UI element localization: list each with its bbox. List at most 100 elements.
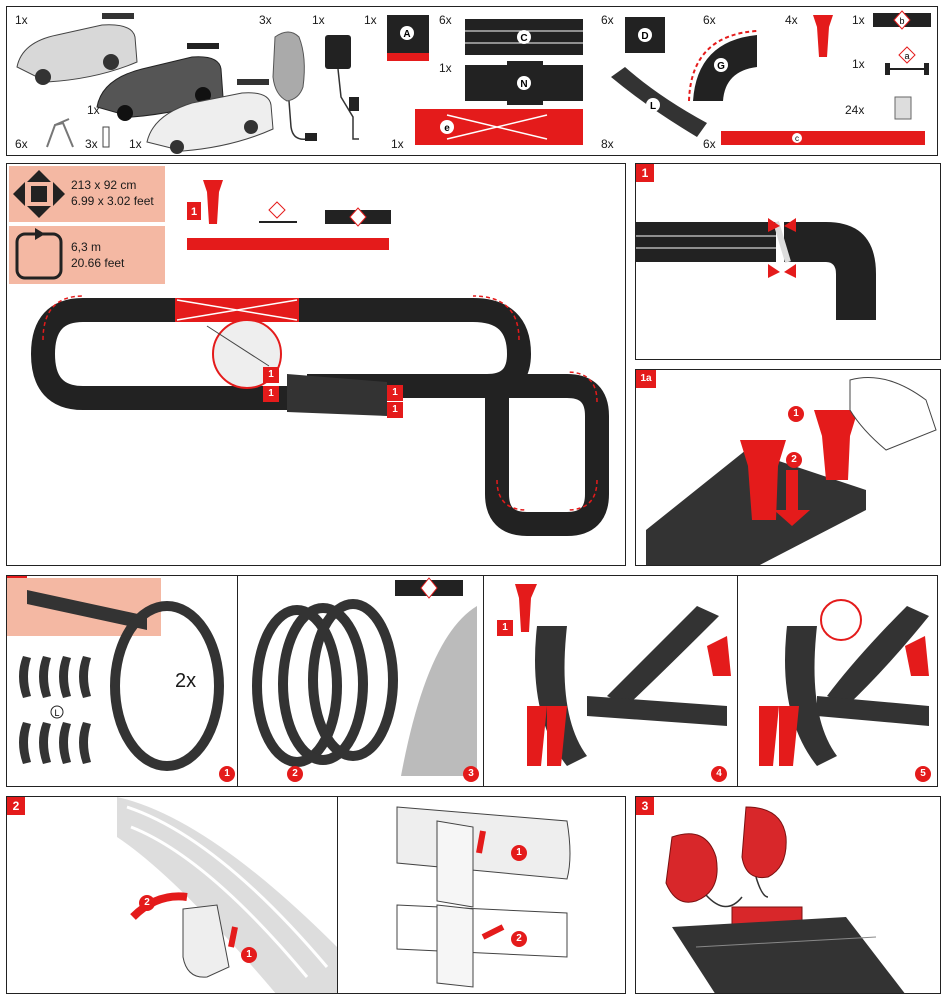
size-feet: 6.99 x 3.02 feet	[71, 194, 154, 208]
step-2-illustration	[117, 797, 571, 993]
track-c: C	[465, 19, 583, 55]
clip-b: b	[873, 10, 931, 30]
layout-diagram: 1	[13, 170, 609, 536]
step-1b-num-4: 4	[711, 766, 727, 782]
step-3-panel: 3	[635, 796, 941, 994]
svg-text:C: C	[520, 33, 527, 44]
controller-right	[741, 806, 787, 879]
legend-clip	[325, 207, 391, 227]
step-1b-num-3: 3	[463, 766, 479, 782]
letter-a: A	[403, 29, 410, 40]
clips-qty: 24x	[845, 103, 865, 117]
controller-left	[665, 833, 718, 903]
step-1b-panel: 1b L	[6, 575, 938, 787]
length-m: 6,3 m	[71, 240, 102, 254]
pillar-placed	[740, 440, 786, 520]
track-c-qty: 6x	[439, 13, 452, 27]
step-1a-tag: 1a	[636, 370, 656, 388]
clip-part	[182, 904, 230, 978]
svg-text:D: D	[641, 31, 648, 42]
step-3-tag: 3	[636, 797, 654, 815]
svg-text:a: a	[904, 51, 909, 61]
track-n: N	[465, 61, 583, 105]
step-2-num-2b: 2	[511, 931, 527, 947]
svg-text:b: b	[899, 16, 904, 26]
curve-l-qty: 8x	[601, 137, 614, 151]
track-e: e	[415, 109, 583, 145]
curve-l: L	[611, 67, 707, 137]
track-a-qty: 1x	[364, 13, 377, 27]
pillar-qty: 4x	[785, 13, 798, 27]
track-n-qty: 1x	[439, 61, 452, 75]
layout-step-1c: 1	[387, 385, 403, 401]
step-1b-num-1: 1	[219, 766, 235, 782]
svg-text:N: N	[520, 79, 527, 90]
arrows-icon	[13, 170, 65, 218]
step-2-num-1a: 1	[241, 947, 257, 963]
layout-step-1b: 1	[263, 386, 279, 402]
svg-text:1: 1	[191, 206, 197, 218]
layout-step-1a: 1	[263, 367, 279, 383]
step-2-panel: 2 2 1 1 2	[6, 796, 626, 994]
step-1b-pillar-tag: 1	[497, 620, 513, 636]
support-pillar	[813, 15, 833, 57]
parts-panel: 1x 1x 1x 6x 3x 3x 1x 1x 6x 1x 1x 6x 8x 6…	[6, 6, 938, 156]
step-2-num-2a: 2	[139, 895, 155, 911]
layout-step-1d: 1	[387, 402, 403, 418]
step-1b-num-2: 2	[287, 766, 303, 782]
svg-text:G: G	[717, 61, 725, 72]
axle-a-qty: 1x	[852, 57, 865, 71]
track-e-qty: 1x	[391, 137, 404, 151]
legend-barrier	[187, 238, 389, 250]
step-1-panel: 1	[635, 163, 941, 360]
length-feet: 20.66 feet	[71, 256, 125, 270]
race-car-white	[146, 79, 274, 154]
pins-qty: 3x	[85, 137, 98, 151]
curve-g-qty: 6x	[703, 13, 716, 27]
loop-icon	[15, 228, 63, 280]
step-1b-illustration: L	[7, 577, 929, 776]
curve-g: G	[688, 30, 758, 102]
car2-qty: 1x	[87, 103, 100, 117]
legend-pillar: 1	[187, 180, 223, 224]
axle-a: a	[885, 46, 929, 75]
step-2-tag: 2	[7, 797, 25, 815]
pillar-hand	[814, 410, 858, 480]
step-1a-panel: 1a 1 2	[635, 369, 941, 566]
controllers-qty: 3x	[259, 13, 272, 27]
svg-text:L: L	[54, 708, 59, 718]
track-d: D	[625, 17, 665, 53]
track-layout	[30, 298, 609, 536]
stand-qty: 6x	[15, 137, 28, 151]
step-2-num-1b: 1	[511, 845, 527, 861]
hand-controller	[272, 31, 317, 141]
race-car-dark	[96, 43, 224, 121]
track-a: A	[387, 15, 429, 61]
step-1b-num-5: 5	[915, 766, 931, 782]
layout-panel: 213 x 92 cm 6.99 x 3.02 feet 6,3 m 20.66…	[6, 163, 626, 566]
race-car-silver	[16, 13, 138, 85]
track-clip	[894, 96, 912, 120]
step-1-illustration	[636, 218, 876, 320]
step-3-illustration	[665, 806, 905, 993]
svg-text:e: e	[444, 123, 450, 134]
parts-illustrations: A C N e D	[16, 10, 931, 154]
clip-b-qty: 1x	[852, 13, 865, 27]
cars-qty: 1x	[15, 13, 28, 27]
step-1a-illustration	[646, 377, 937, 565]
curve-pieces	[19, 656, 91, 764]
size-cm: 213 x 92 cm	[71, 178, 137, 192]
legend-axle	[259, 201, 297, 223]
svg-text:c: c	[795, 134, 799, 143]
step-1-tag: 1	[636, 164, 654, 182]
svg-text:L: L	[650, 101, 656, 112]
car3-qty: 1x	[129, 137, 142, 151]
ramp	[287, 374, 387, 416]
times-2-label: 2x	[175, 670, 197, 692]
step-1a-num-1: 1	[788, 406, 804, 422]
adapter-qty: 1x	[312, 13, 325, 27]
step-1a-num-2: 2	[786, 452, 802, 468]
track-d-qty: 6x	[601, 13, 614, 27]
barrier-strip: c	[721, 131, 925, 145]
barrier-qty: 6x	[703, 137, 716, 151]
